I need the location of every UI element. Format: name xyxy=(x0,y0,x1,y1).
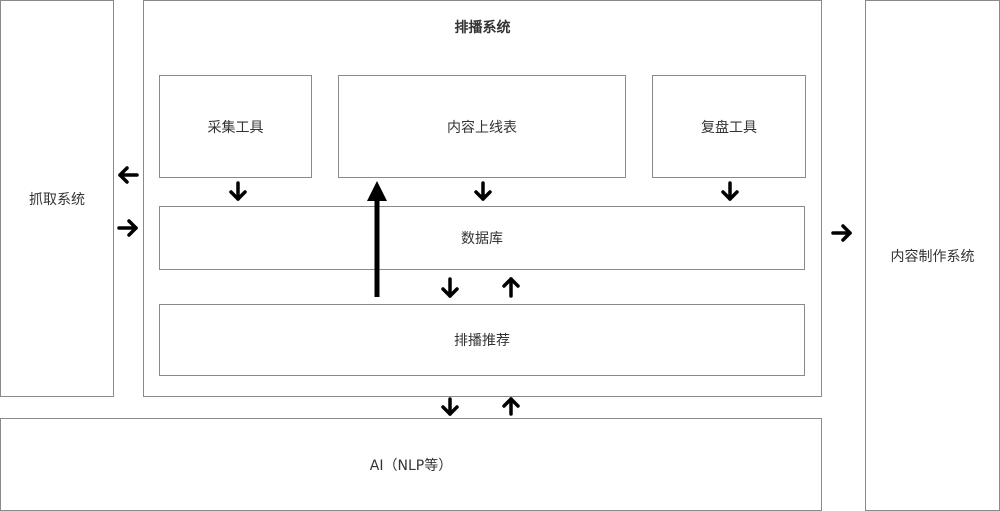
database-box: 数据库 xyxy=(159,206,805,270)
database-label: 数据库 xyxy=(461,231,503,247)
arrow-right-icon xyxy=(831,224,852,242)
arrow-left-icon xyxy=(118,166,139,184)
content-production-box: 内容制作系统 xyxy=(865,0,1000,511)
scheduling-recommend-box: 排播推荐 xyxy=(159,304,805,376)
arrow-right-icon xyxy=(117,219,138,237)
ai-nlp-label: AI（NLP等） xyxy=(369,457,453,474)
review-tool-box: 复盘工具 xyxy=(652,75,806,178)
arrow-up-icon xyxy=(502,397,520,416)
scheduling-system-title: 排播系统 xyxy=(454,20,511,36)
collect-tool-label: 采集工具 xyxy=(207,119,264,136)
arrow-down-icon xyxy=(441,397,459,416)
review-tool-label: 复盘工具 xyxy=(701,119,757,136)
content-production-label: 内容制作系统 xyxy=(890,248,975,265)
content-schedule-label: 内容上线表 xyxy=(447,119,517,136)
fetch-system-box: 抓取系统 xyxy=(0,0,114,397)
long-arrow-up-icon xyxy=(367,181,387,297)
content-schedule-box: 内容上线表 xyxy=(338,75,626,178)
arrow-down-icon xyxy=(474,181,492,201)
collect-tool-box: 采集工具 xyxy=(159,75,312,178)
arrow-up-icon xyxy=(502,277,520,298)
arrow-down-icon xyxy=(441,277,459,298)
ai-nlp-box: AI（NLP等） xyxy=(0,418,822,511)
fetch-system-label: 抓取系统 xyxy=(29,191,85,208)
scheduling-recommend-label: 排播推荐 xyxy=(454,333,510,349)
arrow-down-icon xyxy=(721,181,739,201)
arrow-down-icon xyxy=(229,181,247,201)
